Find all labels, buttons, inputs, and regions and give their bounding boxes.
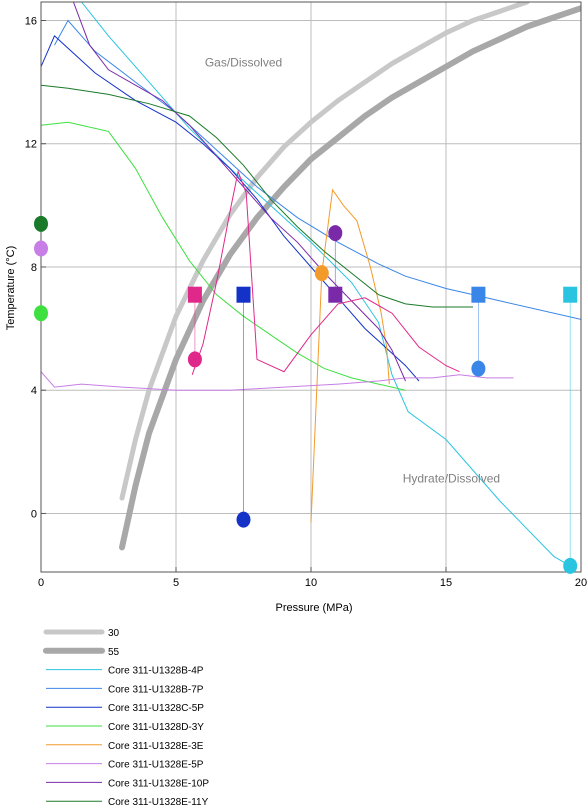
boundary-line-30 xyxy=(119,2,530,501)
legend-label: Core 311-U1328E-5P xyxy=(108,760,204,771)
legend-label: 55 xyxy=(108,647,120,658)
legend-label: Core 311-U1328B-4P xyxy=(108,666,204,677)
circle-marker-5 xyxy=(314,265,329,282)
boundary-line-55 xyxy=(119,5,581,551)
square-marker-2 xyxy=(471,286,486,303)
series-line-1 xyxy=(81,2,571,567)
circle-marker-9 xyxy=(187,351,202,368)
y-tick-label: 16 xyxy=(25,15,37,27)
markers xyxy=(34,215,578,574)
annotation-label: Gas/Dissolved xyxy=(205,56,282,70)
circle-marker-1 xyxy=(563,557,578,574)
y-tick-label: 12 xyxy=(25,139,37,151)
y-tick-label: 8 xyxy=(31,262,37,274)
square-marker-1 xyxy=(563,286,578,303)
legend-label: Core 311-U1328C-5P xyxy=(108,703,204,714)
x-tick-label: 10 xyxy=(305,577,317,589)
circle-marker-6 xyxy=(34,240,48,257)
series-line-3 xyxy=(41,35,420,382)
y-tick-label: 0 xyxy=(31,508,37,520)
square-marker-3 xyxy=(236,286,251,303)
x-axis-label: Pressure (MPa) xyxy=(275,602,352,614)
circle-marker-4 xyxy=(34,305,48,322)
circle-marker-7 xyxy=(328,225,343,242)
legend-label: Core 311-U1328E-3E xyxy=(108,741,204,752)
y-tick-label: 4 xyxy=(31,385,37,397)
legend-label: Core 311-U1328E-10P xyxy=(108,778,209,789)
x-tick-label: 20 xyxy=(575,577,587,589)
hydrate-stability-boundaries xyxy=(119,2,581,551)
circle-marker-3 xyxy=(236,511,251,528)
core-series xyxy=(41,2,581,567)
series-line-4 xyxy=(41,121,406,391)
circle-marker-2 xyxy=(471,360,486,377)
series-line-5 xyxy=(310,188,390,523)
series-line-8 xyxy=(41,84,473,308)
axis-ticks: 0 5 10 15 20 0 4 8 12 16 xyxy=(25,15,587,589)
legend-label: Core 311-U1328E-11Y xyxy=(108,797,209,808)
series-line-9 xyxy=(191,169,460,375)
legend-label: 30 xyxy=(108,628,120,639)
square-marker-7 xyxy=(328,286,343,303)
x-tick-label: 15 xyxy=(440,577,452,589)
y-axis-label: Temperature (°C) xyxy=(5,246,17,330)
legend-label: Core 311-U1328B-7P xyxy=(108,684,204,695)
x-tick-label: 5 xyxy=(173,577,179,589)
grid xyxy=(40,2,582,572)
x-tick-label: 0 xyxy=(38,577,44,589)
legend-label: Core 311-U1328D-3Y xyxy=(108,722,204,733)
square-marker-9 xyxy=(187,286,202,303)
series-line-2 xyxy=(54,19,581,320)
annotation-label: Hydrate/Dissolved xyxy=(403,472,500,486)
circle-marker-8 xyxy=(34,215,48,232)
series-line-6 xyxy=(41,371,514,391)
